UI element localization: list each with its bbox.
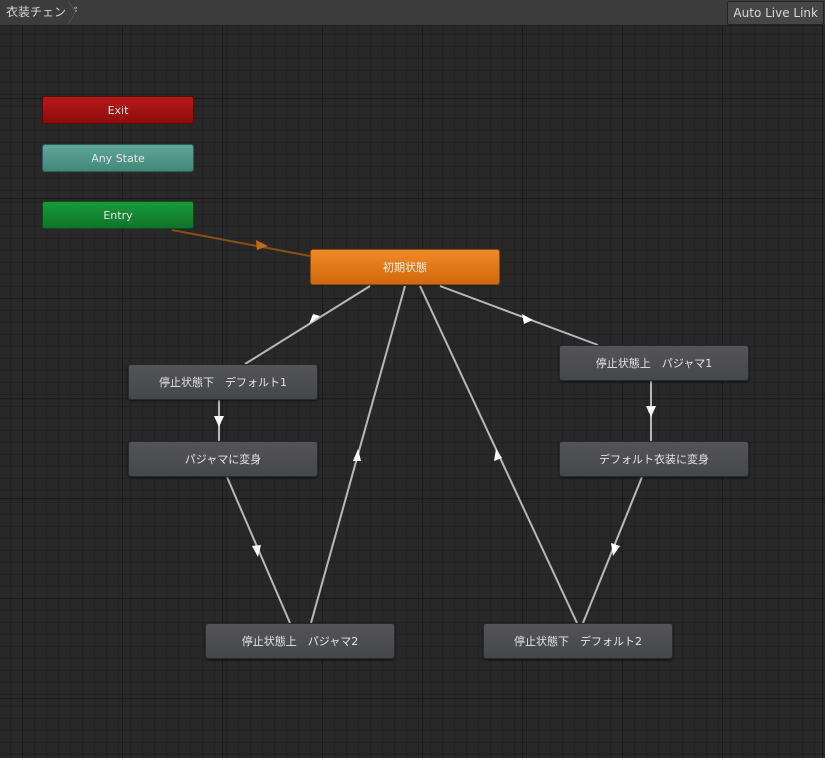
transition-arrow-icon: [353, 449, 361, 461]
state-node-exit[interactable]: Exit: [42, 96, 194, 124]
transition-arrow-icon: [252, 545, 261, 557]
transition-arrow-icon: [256, 240, 268, 250]
transition-arrow-icon: [522, 314, 533, 324]
transition-default2-to-initial[interactable]: [419, 285, 578, 624]
transition-pajama-transform-to-pajama2[interactable]: [226, 476, 291, 624]
transition-arrow-icon: [646, 406, 656, 417]
state-node-entry[interactable]: Entry: [42, 201, 194, 229]
state-node-stop-up-pajama2[interactable]: 停止状態上 パジャマ2: [205, 623, 395, 659]
transition-pajama1-to-default-transform[interactable]: [646, 381, 656, 441]
transition-arrow-icon: [611, 543, 620, 556]
transition-arrow-icon: [309, 314, 320, 324]
transition-arrow-icon: [494, 449, 502, 461]
transition-default-transform-to-default2[interactable]: [582, 476, 643, 624]
transition-entry-to-initial[interactable]: [171, 229, 311, 257]
animator-toolbar: 衣装チェンジ Auto Live Link: [0, 0, 825, 26]
state-node-stop-down-default2[interactable]: 停止状態下 デフォルト2: [483, 623, 673, 659]
transition-initial-to-pajama1[interactable]: [439, 285, 599, 346]
transition-arrow-icon: [214, 416, 224, 427]
state-node-transform-default[interactable]: デフォルト衣装に変身: [559, 441, 749, 477]
transition-default1-to-initial[interactable]: [244, 285, 371, 365]
auto-live-link-button[interactable]: Auto Live Link: [727, 1, 824, 25]
state-node-transform-pajama[interactable]: パジャマに変身: [128, 441, 318, 477]
breadcrumb-separator-icon: [67, 0, 76, 25]
state-node-any-state[interactable]: Any State: [42, 144, 194, 172]
state-node-initial[interactable]: 初期状態: [310, 249, 500, 285]
transition-pajama2-to-initial[interactable]: [310, 285, 406, 624]
transition-default1-to-pajama-transform[interactable]: [214, 400, 224, 441]
state-node-stop-down-default1[interactable]: 停止状態下 デフォルト1: [128, 364, 318, 400]
state-node-stop-up-pajama1[interactable]: 停止状態上 パジャマ1: [559, 345, 749, 381]
